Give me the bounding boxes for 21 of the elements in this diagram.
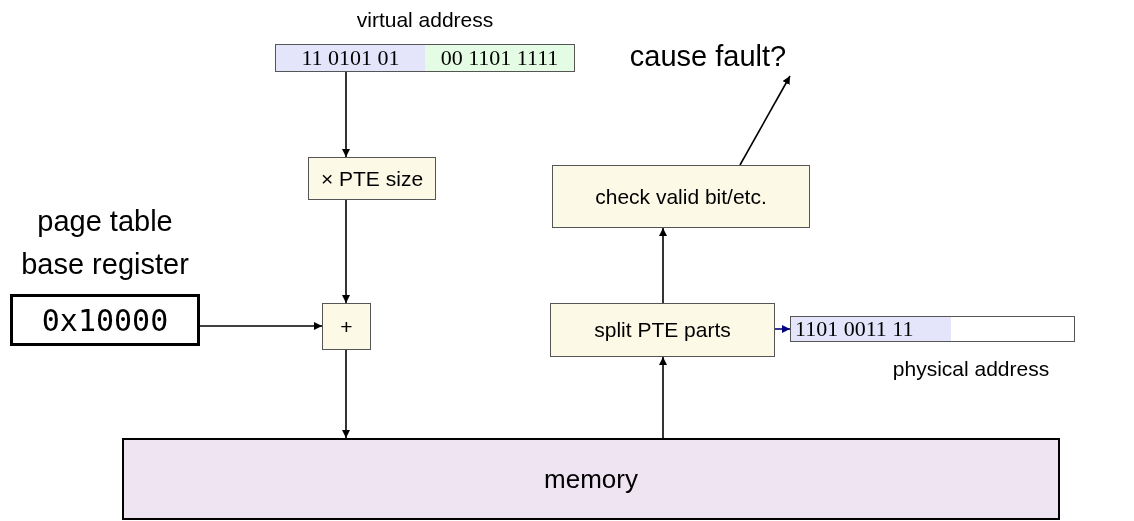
bit-group: 1101 0011 11 — [791, 317, 951, 341]
arrow — [659, 356, 667, 439]
process-box: split PTE parts — [550, 303, 775, 357]
arrow — [739, 75, 791, 166]
arrow — [199, 322, 323, 330]
memory-block: memory — [122, 438, 1060, 520]
arrow — [342, 199, 350, 304]
address-label: virtual address — [355, 9, 495, 30]
arrow — [774, 325, 791, 333]
fault-label: cause fault? — [612, 36, 804, 76]
process-box: + — [322, 303, 371, 350]
process-box: check valid bit/etc. — [552, 165, 810, 228]
bit-group: 11 0101 01 — [276, 45, 425, 71]
address-label: physical address — [891, 356, 1051, 382]
arrow — [659, 227, 667, 304]
register-label: page table base register — [20, 204, 190, 282]
register-box: 0x10000 — [10, 294, 200, 346]
arrow — [342, 71, 350, 158]
bit-group: 00 1101 1111 — [425, 45, 574, 71]
process-box: × PTE size — [308, 157, 436, 200]
arrow — [342, 349, 350, 439]
